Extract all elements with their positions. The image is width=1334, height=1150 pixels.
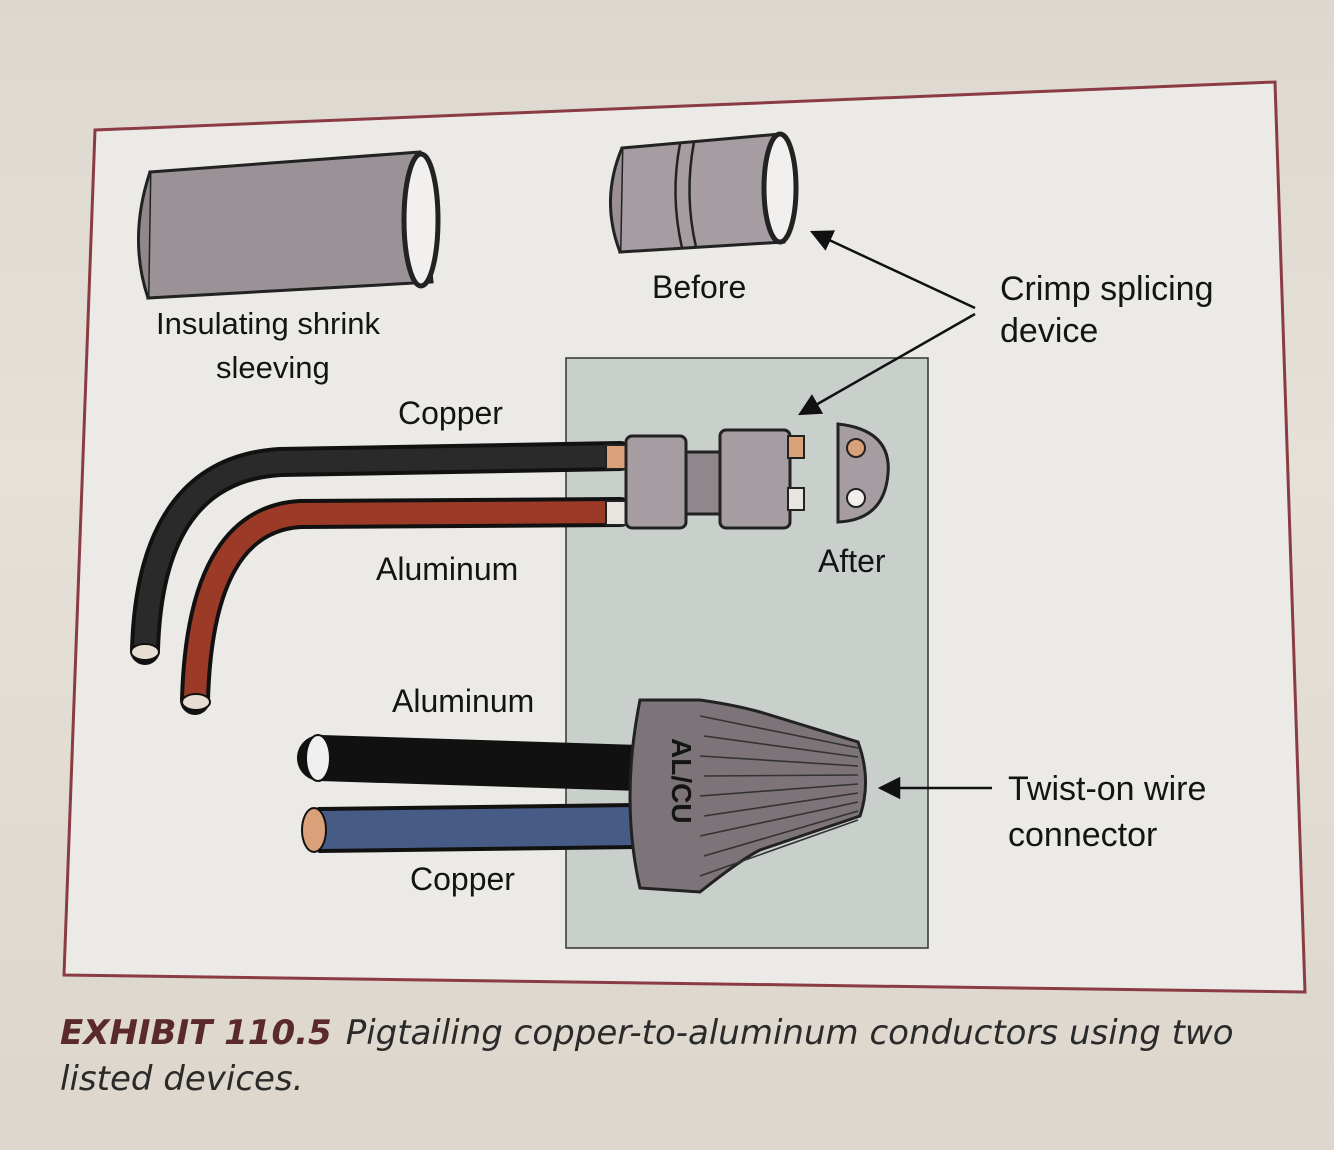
after-label: After (818, 543, 886, 579)
aluminum-bottom-label: Aluminum (392, 683, 534, 719)
crimp-device-before (610, 134, 796, 252)
copper-bottom-label: Copper (410, 861, 515, 897)
copper-top-label: Copper (398, 395, 503, 431)
insulating-sleeve (138, 152, 438, 298)
crimp-device-after (626, 424, 888, 528)
connector-marking: AL/CU (666, 738, 697, 824)
before-label: Before (652, 269, 746, 305)
exhibit-number: EXHIBIT 110.5 (60, 1013, 332, 1053)
connector-rib (704, 775, 858, 776)
aluminum-top-label: Aluminum (376, 551, 518, 587)
